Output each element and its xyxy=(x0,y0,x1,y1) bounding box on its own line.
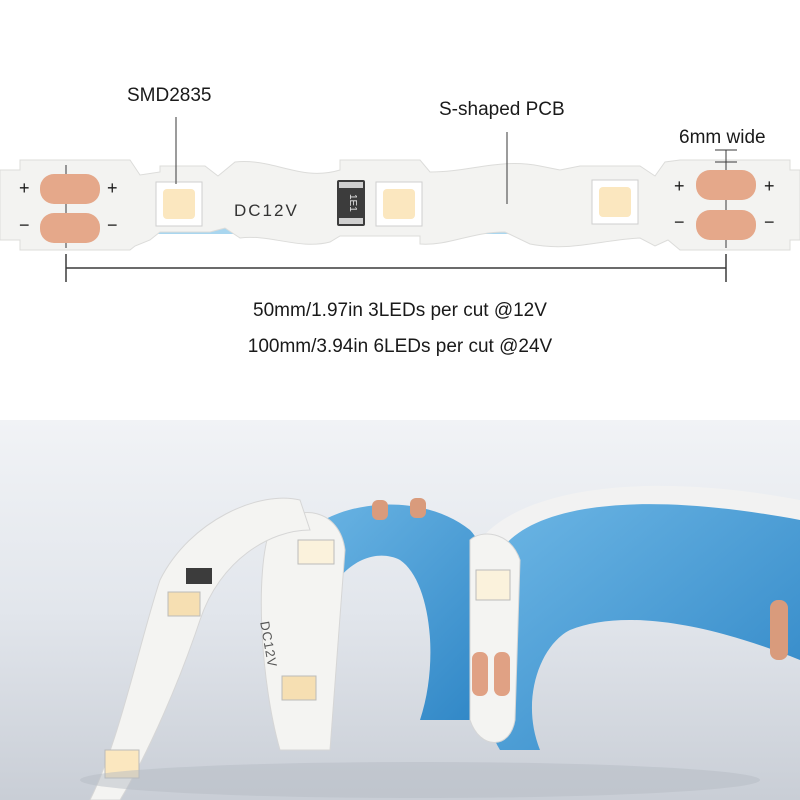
solder-pad xyxy=(472,652,488,696)
strip-edge xyxy=(480,485,800,545)
coiled-strip-photo xyxy=(0,420,800,800)
width-label: 6mm wide xyxy=(679,127,766,148)
led-chip xyxy=(167,591,201,617)
strip-loop-left xyxy=(89,497,311,800)
polarity-minus: − xyxy=(107,215,118,235)
diagram-panel: + − + − + − + − DC12V 1E1 SMD2835 S-shap… xyxy=(0,85,800,357)
led-chip xyxy=(475,569,511,601)
cut-spec-12v: 50mm/1.97in 3LEDs per cut @12V xyxy=(253,300,547,321)
pcb-print: DC12V xyxy=(234,201,299,220)
solder-pad xyxy=(770,600,788,660)
solder-pad-plus-right xyxy=(696,170,756,200)
pcb-shape-label: S-shaped PCB xyxy=(439,99,565,120)
solder-pad xyxy=(410,498,426,518)
led-chip xyxy=(281,675,317,701)
resistor xyxy=(337,180,365,226)
led-strip-diagram xyxy=(0,117,800,282)
product-photo: DC12V xyxy=(0,420,800,800)
resistor xyxy=(186,568,212,584)
polarity-plus: + xyxy=(674,176,685,196)
solder-pad xyxy=(494,652,510,696)
led-chip xyxy=(375,181,423,227)
polarity-plus: + xyxy=(107,178,118,198)
led-chip xyxy=(155,181,203,227)
polarity-plus: + xyxy=(764,176,775,196)
solder-pad-plus-left xyxy=(40,174,100,204)
solder-pad-minus-left xyxy=(40,213,100,243)
solder-pad xyxy=(372,500,388,520)
resistor-code: 1E1 xyxy=(347,194,358,212)
polarity-minus: − xyxy=(764,212,775,232)
polarity-minus: − xyxy=(19,215,30,235)
polarity-minus: − xyxy=(674,212,685,232)
solder-pad-minus-right xyxy=(696,210,756,240)
strip-shadow xyxy=(80,762,760,798)
led-chip xyxy=(591,179,639,225)
led-type-label: SMD2835 xyxy=(127,85,212,106)
strip-face-right xyxy=(469,533,521,743)
cut-spec-24v: 100mm/3.94in 6LEDs per cut @24V xyxy=(247,336,553,357)
led-chip xyxy=(297,539,335,565)
polarity-plus: + xyxy=(19,178,30,198)
strip-loop-right xyxy=(477,493,800,750)
